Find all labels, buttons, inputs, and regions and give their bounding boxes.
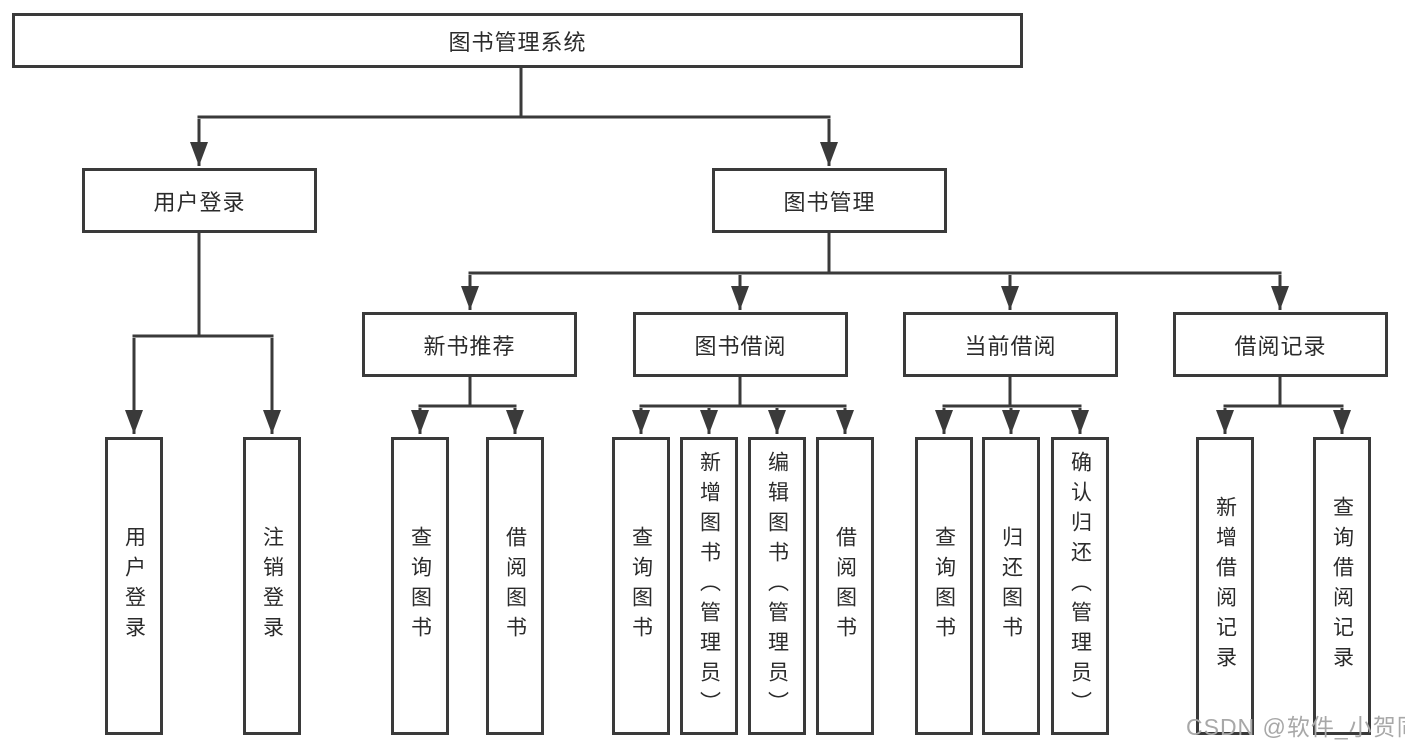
leaf-label: 借阅图书 — [833, 526, 857, 646]
csdn-watermark: CSDN @软件_小贺同学 — [1186, 714, 1405, 740]
leaf-edit-book-admin: 编辑图书（管理员） — [748, 437, 806, 735]
leaf-borrow-books-recommend: 借阅图书 — [486, 437, 544, 735]
node-current-borrow: 当前借阅 — [903, 312, 1118, 377]
leaf-query-books-current: 查询图书 — [915, 437, 973, 735]
leaf-label: 用户登录 — [122, 526, 146, 646]
node-borrow-records: 借阅记录 — [1173, 312, 1388, 377]
leaf-return-books: 归还图书 — [982, 437, 1040, 735]
node-user-login: 用户登录 — [82, 168, 317, 233]
leaf-logout: 注销登录 — [243, 437, 301, 735]
leaf-label: 注销登录 — [260, 526, 284, 646]
leaf-add-book-admin: 新增图书（管理员） — [680, 437, 738, 735]
leaf-label: 新增图书（管理员） — [697, 451, 721, 721]
node-book-management: 图书管理 — [712, 168, 947, 233]
node-library-management-system: 图书管理系统 — [12, 13, 1023, 68]
leaf-add-borrow-record: 新增借阅记录 — [1196, 437, 1254, 735]
leaf-label: 确认归还（管理员） — [1068, 451, 1092, 721]
leaf-label: 归还图书 — [999, 526, 1023, 646]
leaf-confirm-return-admin: 确认归还（管理员） — [1051, 437, 1109, 735]
leaf-query-borrow-record: 查询借阅记录 — [1313, 437, 1371, 735]
leaf-label: 查询图书 — [629, 526, 653, 646]
leaf-label: 查询图书 — [408, 526, 432, 646]
leaf-query-books-borrow: 查询图书 — [612, 437, 670, 735]
leaf-borrow-books-borrow: 借阅图书 — [816, 437, 874, 735]
leaf-label: 编辑图书（管理员） — [765, 451, 789, 721]
leaf-user-login: 用户登录 — [105, 437, 163, 735]
node-book-borrow: 图书借阅 — [633, 312, 848, 377]
leaf-label: 查询借阅记录 — [1330, 496, 1354, 676]
leaf-label: 查询图书 — [932, 526, 956, 646]
leaf-query-books-recommend: 查询图书 — [391, 437, 449, 735]
node-new-book-recommend: 新书推荐 — [362, 312, 577, 377]
leaf-label: 新增借阅记录 — [1213, 496, 1237, 676]
leaf-label: 借阅图书 — [503, 526, 527, 646]
